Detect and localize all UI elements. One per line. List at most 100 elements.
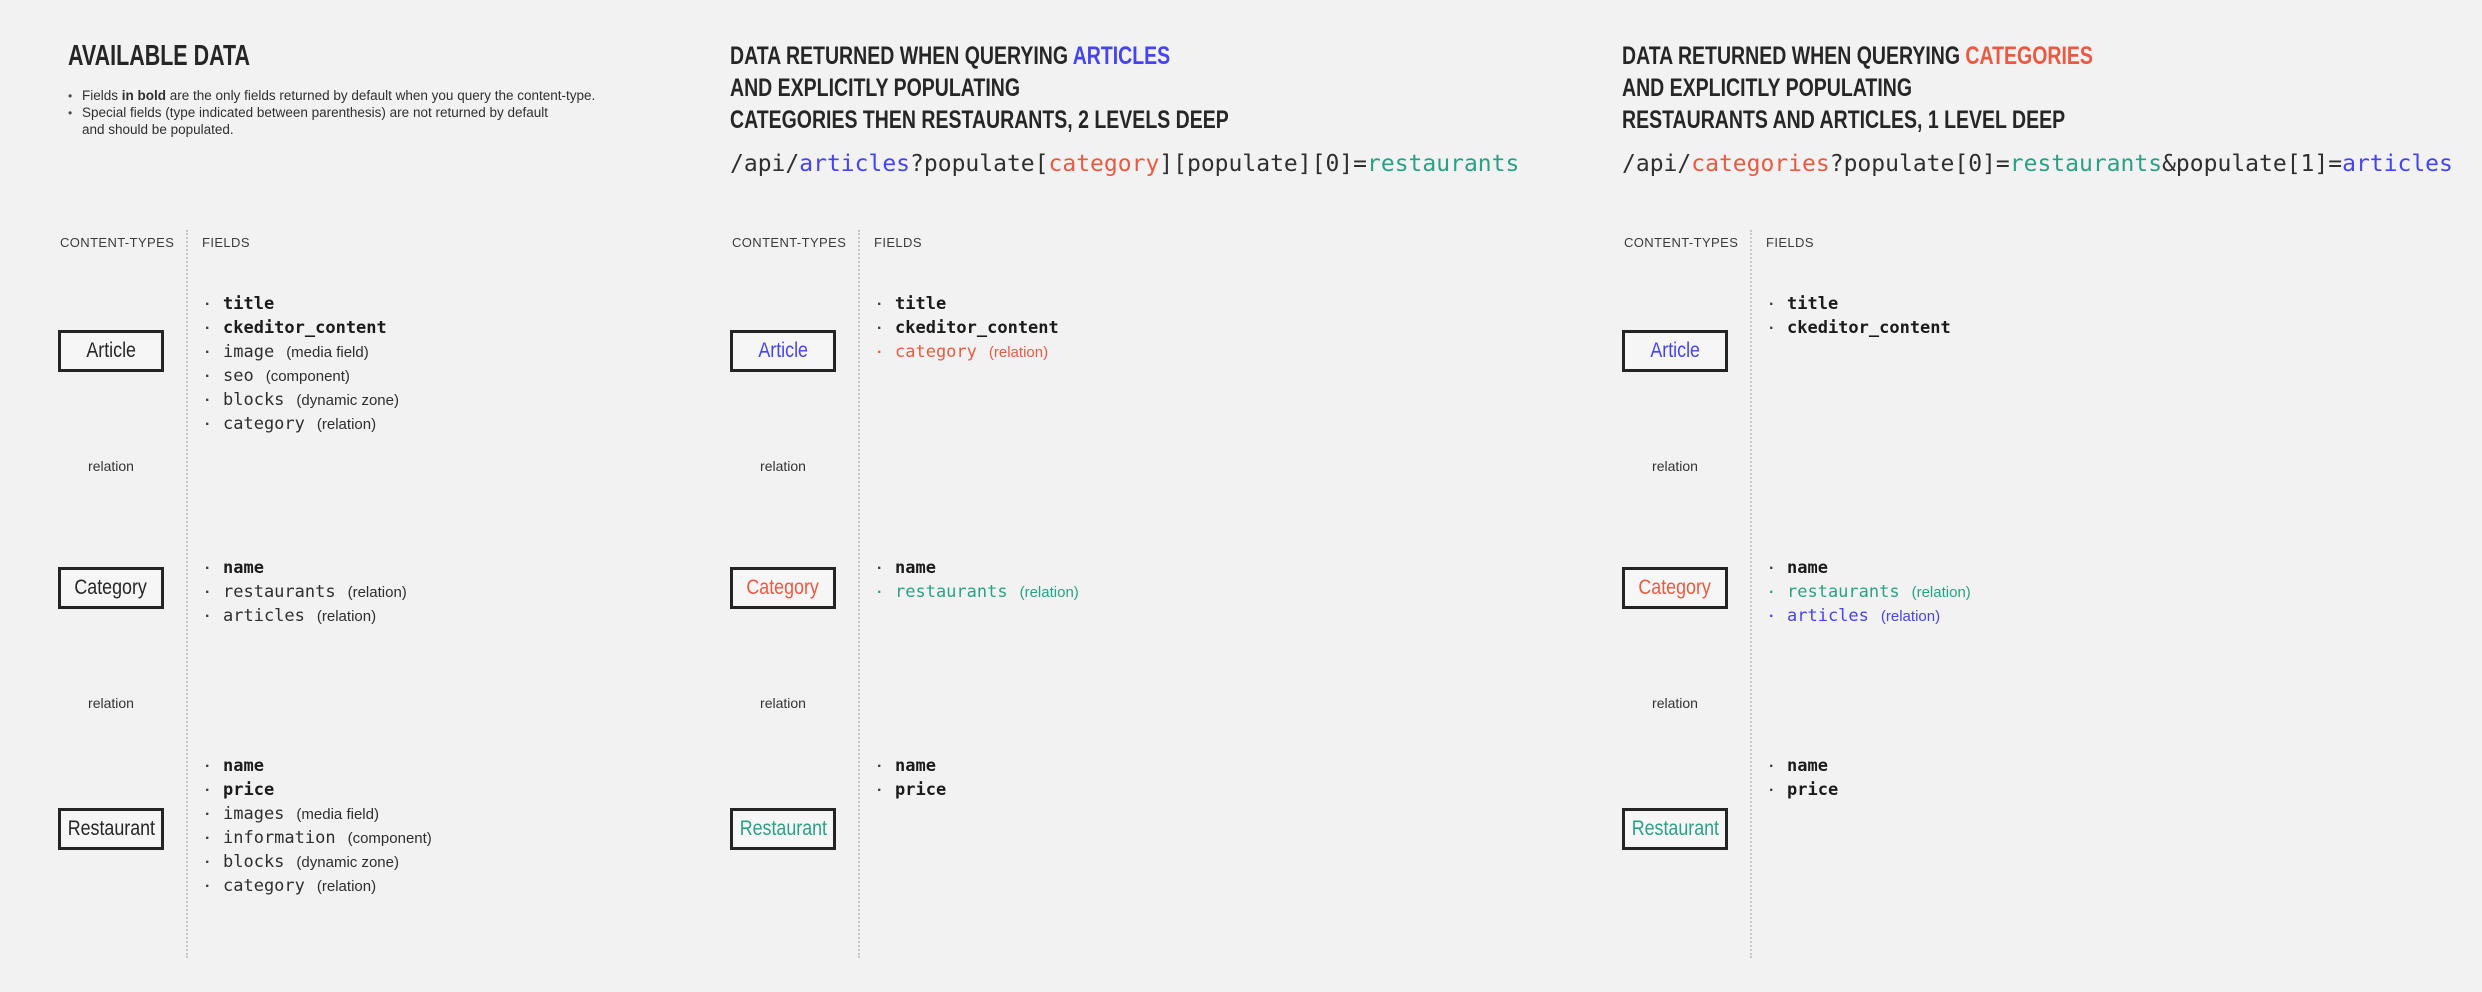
field-bullet-dot: · [205,368,211,385]
lane-divider [186,230,188,958]
field-item-name: ·name [1769,556,1971,580]
field-bullet-dot: · [1769,758,1775,775]
field-item-ckeditor_content: ·ckeditor_content [1769,316,1951,340]
field-type-annotation: (relation) [316,878,377,895]
field-bullet-dot: · [205,806,211,823]
heading-text: DATA RETURNED WHEN QUERYING [1622,42,1966,70]
field-bullet-dot: · [1769,782,1775,799]
field-item-name: ·name [1769,754,1838,778]
field-group-restaurant: ·name·price·images(media field)·informat… [205,754,432,898]
field-name: blocks [223,852,285,872]
field-bullet-dot: · [205,392,211,409]
lane-divider [1750,230,1752,958]
field-bullet-dot: · [1769,608,1775,625]
field-type-annotation: (relation) [1880,608,1941,625]
relation-label: relation [82,695,140,711]
lane-label-content-types: CONTENT-TYPES [60,235,175,250]
field-item-restaurants: ·restaurants(relation) [205,580,407,604]
code-segment-red: categories [1691,151,1830,177]
field-name: title [1787,294,1839,314]
lane-label-fields: FIELDS [874,235,922,250]
field-group-restaurant: · name · price [877,754,946,802]
field-bullet-dot: · [1769,560,1775,577]
field-name: name [895,756,936,776]
content-type-box-category: Category [58,567,164,609]
field-group-restaurant: ·name·price [1769,754,1838,802]
field-bullet-dot: · [877,296,883,313]
field-item-articles: ·articles(relation) [1769,604,1971,628]
field-type-annotation: (component) [347,830,432,847]
field-item-category: ·category(relation) [877,340,1059,364]
relation-label: relation [82,458,140,474]
field-bullet-dot: · [205,830,211,847]
field-item-price: ·price [205,778,432,802]
heading-text: RESTAURANTS AND ARTICLES, 1 LEVEL DEEP [1622,106,2066,134]
field-bullet-dot: · [877,584,883,601]
field-bullet-dot: · [877,344,883,361]
code-segment-blue: articles [2342,151,2453,177]
field-bullet-dot: · [877,782,883,799]
field-group-category: ·name·restaurants(relation)·articles(rel… [205,556,407,628]
lane-label-content-types: CONTENT-TYPES [732,235,847,250]
note-bullet-dot: • [68,89,73,103]
lane-label-fields: FIELDS [202,235,250,250]
lane-divider [858,230,860,958]
content-type-label-article: Article [1650,339,1700,362]
field-item-ckeditor_content: ·ckeditor_content [205,316,399,340]
content-type-label-category: Category [1638,576,1712,599]
content-type-label-category: Category [74,576,148,599]
field-item-name: ·name [205,556,407,580]
field-name: ckeditor_content [1787,318,1951,338]
field-item-articles: ·articles(relation) [205,604,407,628]
code-segment: ][populate][0]= [1159,151,1368,177]
field-name: price [895,780,947,800]
field-item-name: · name [877,754,946,778]
heading-text: AND EXPLICITLY POPULATING [1622,74,1913,102]
note-text: and should be populated. [82,122,234,137]
field-type-annotation: (relation) [316,416,377,433]
field-type-annotation: (dynamic zone) [296,854,399,871]
field-name: image [223,342,275,362]
heading-text: AVAILABLE DATA [68,40,250,72]
content-type-label-category: Category [746,576,820,599]
panel-heading-line: AVAILABLE DATA [68,40,250,72]
field-bullet-dot: · [205,416,211,433]
field-bullet-dot: · [1769,296,1775,313]
field-name: name [895,558,936,578]
note-line: •Special fields (type indicated between … [68,104,548,122]
panel-available-data: AVAILABLE DATA•Fields in bold are the on… [58,0,678,992]
field-group-article: · title·ckeditor_content [1769,292,1951,340]
heading-accent: ARTICLES [1072,42,1171,70]
field-bullet-dot: · [877,758,883,775]
content-type-box-article: Article [730,330,836,372]
field-type-annotation: (relation) [988,344,1049,361]
field-type-annotation: (relation) [1911,584,1971,601]
field-name: title [223,294,275,314]
field-type-annotation: (relation) [1019,584,1079,601]
field-name: information [223,828,336,848]
field-type-annotation: (relation) [316,608,377,625]
code-segment-teal: restaurants [2009,151,2163,177]
content-type-box-article: Article [1622,330,1728,372]
code-segment-blue: articles [799,151,911,177]
field-item-category: ·category(relation) [205,412,399,436]
field-bullet-dot: · [877,560,883,577]
field-name: price [223,780,275,800]
content-type-box-restaurant: Restaurant [58,808,164,850]
field-bullet-dot: · [205,608,211,625]
content-type-label-restaurant: Restaurant [739,817,827,840]
field-item-restaurants: ·restaurants(relation) [877,580,1079,604]
field-item-images: ·images(media field) [205,802,432,826]
field-name: title [895,294,947,314]
panel-heading-line: DATA RETURNED WHEN QUERYING ARTICLES [730,40,1170,72]
field-bullet-dot: · [205,854,211,871]
field-name: name [223,558,264,578]
field-item-title: · title [1769,292,1951,316]
content-type-box-restaurant: Restaurant [730,808,836,850]
panel-heading-line: RESTAURANTS AND ARTICLES, 1 LEVEL DEEP [1622,104,2065,136]
note-bullet-dot: • [68,106,73,120]
field-type-annotation: (relation) [347,584,407,601]
